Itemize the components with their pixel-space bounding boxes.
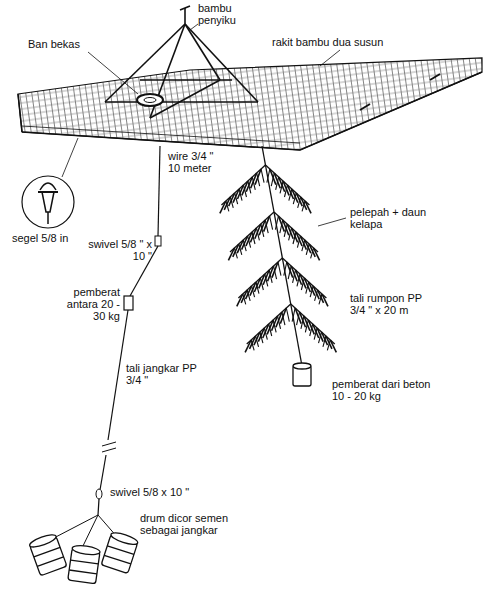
callout-label: segel 5/8 in [12, 232, 92, 244]
callout-label: Ban bekas [28, 38, 98, 50]
leader-lines [62, 24, 346, 226]
callout-label: swivel 5/8 " x 10 " [80, 238, 152, 262]
callout-label: drum dicor semen sebagai jangkar [140, 512, 250, 536]
tyre [137, 94, 163, 106]
shackle-inset [22, 176, 74, 228]
callout-label: bambu penyiku [198, 2, 258, 26]
fad-rope [262, 146, 302, 366]
coconut-fronds [220, 165, 336, 352]
callout-label: pelepah + daun kelapa [350, 206, 440, 230]
callout-label: tali rumpon PP 3/4 " x 20 m [350, 292, 440, 316]
callout-label: wire 3/4 " 10 meter [168, 150, 228, 174]
tyre-hole [144, 98, 156, 103]
callout-label: swivel 5/8 x 10 " [110, 486, 220, 498]
callout-label: pemberat dari beton 10 - 20 kg [332, 378, 442, 402]
callout-label: pemberat antara 20 - 30 kg [52, 286, 120, 322]
callout-label: tali jangkar PP 3/4 " [126, 362, 206, 386]
bamboo-raft [18, 58, 482, 150]
cement-drums [28, 531, 139, 584]
callout-label: rakit bambu dua susun [272, 36, 412, 48]
concrete-weight [293, 363, 311, 386]
